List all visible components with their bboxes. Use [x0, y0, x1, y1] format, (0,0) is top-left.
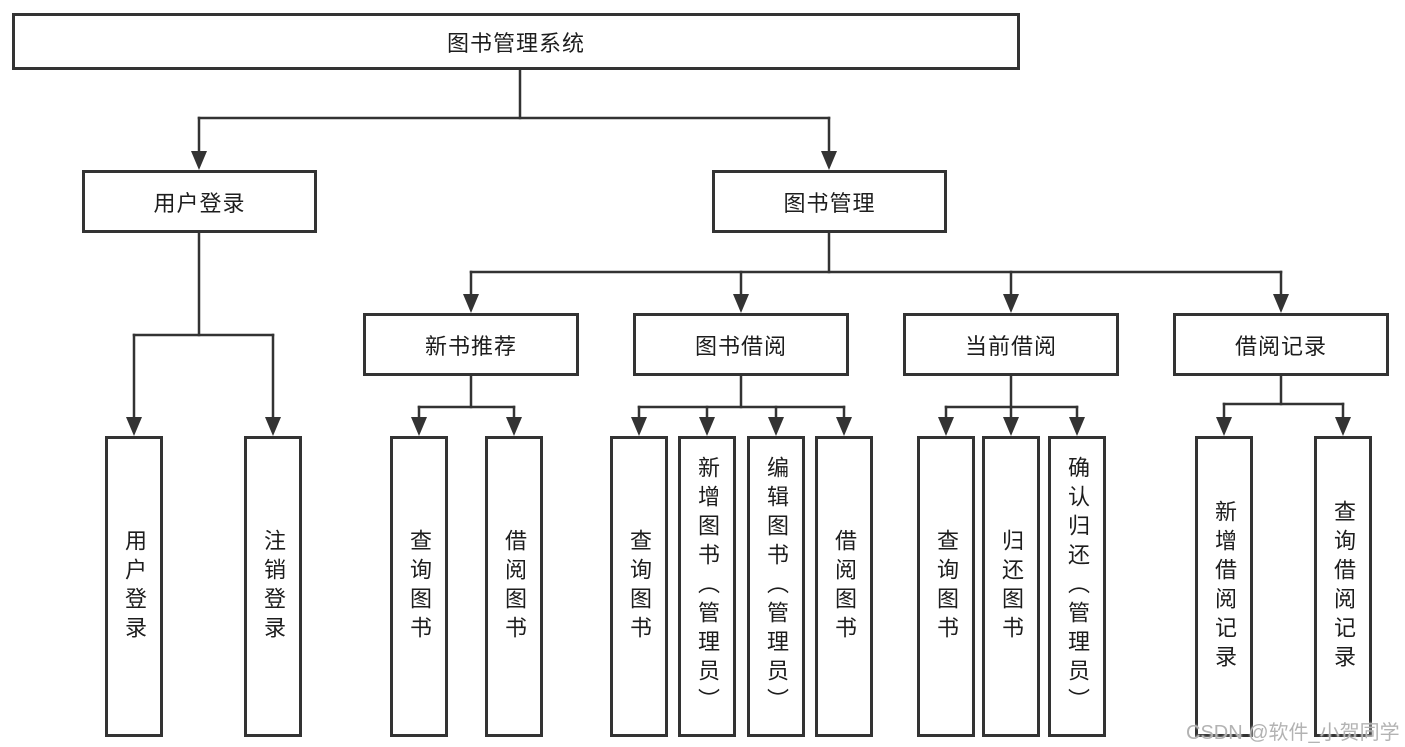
node-book-management: 图书管理 [712, 170, 947, 233]
connector-user-login-to-leaves [126, 231, 281, 436]
node-user-login: 用户登录 [82, 170, 317, 233]
connector-root-to-level2 [191, 68, 837, 170]
leaf-logout: 注销登录 [244, 436, 302, 737]
leaf-add-book-admin: 新增图书（管理员） [678, 436, 736, 737]
connector-current-borrowing-to-leaves [938, 374, 1085, 436]
leaf-add-borrow-record: 新增借阅记录 [1195, 436, 1253, 737]
watermark: CSDN @软件_小贺同学 [1186, 722, 1400, 744]
leaf-query-books-current: 查询图书 [917, 436, 975, 737]
node-borrowing-records: 借阅记录 [1173, 313, 1389, 376]
leaf-query-borrow-record: 查询借阅记录 [1314, 436, 1372, 737]
leaf-borrow-books-borrowing: 借阅图书 [815, 436, 873, 737]
connector-book-management-to-level3 [463, 231, 1289, 313]
connector-new-book-recommend-to-leaves [411, 374, 522, 436]
node-current-borrowing: 当前借阅 [903, 313, 1119, 376]
leaf-borrow-books-recommend: 借阅图书 [485, 436, 543, 737]
leaf-edit-book-admin: 编辑图书（管理员） [747, 436, 805, 737]
node-new-book-recommend: 新书推荐 [363, 313, 579, 376]
connector-borrowing-records-to-leaves [1216, 374, 1351, 436]
node-book-borrowing: 图书借阅 [633, 313, 849, 376]
leaf-query-books-recommend: 查询图书 [390, 436, 448, 737]
leaf-query-books-borrowing: 查询图书 [610, 436, 668, 737]
leaf-return-books: 归还图书 [982, 436, 1040, 737]
leaf-user-login: 用户登录 [105, 436, 163, 737]
node-library-system: 图书管理系统 [12, 13, 1020, 70]
leaf-confirm-return-admin: 确认归还（管理员） [1048, 436, 1106, 737]
connector-book-borrowing-to-leaves [631, 374, 852, 436]
